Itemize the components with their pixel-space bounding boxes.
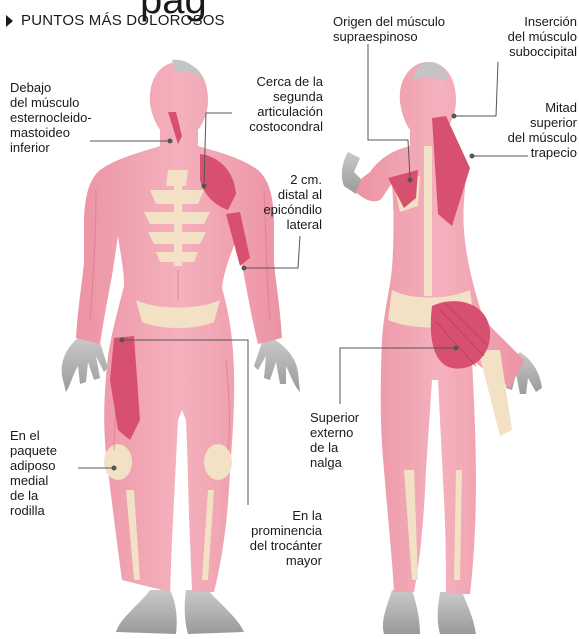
label-trocanter: En la prominencia del trocánter mayor [250,508,322,568]
front-left-foot [116,590,177,634]
bullet-marker [6,15,13,27]
label-rodilla: En el paquete adiposo medial de la rodil… [10,428,57,518]
section-title: PUNTOS MÁS DOLOROSOS [21,12,225,29]
label-trapecio: Mitad superior del músculo trapecio [508,100,577,160]
front-right-foot [185,590,244,634]
label-nalga: Superior externo de la nalga [310,410,359,470]
label-suboccipital: Inserción del músculo suboccipital [508,14,577,59]
front-left-knee [104,444,132,480]
back-left-foot [383,590,420,634]
label-esternocleido: Debajo del músculo esternocleido- mastoi… [10,80,92,155]
back-spine [424,146,432,296]
section-heading: PUNTOS MÁS DOLOROSOS [6,12,225,29]
back-right-foot [438,592,476,634]
front-left-hand [62,338,108,392]
label-costocondral: Cerca de la segunda articulación costoco… [249,74,323,134]
label-supraespinoso: Origen del músculo supraespinoso [333,14,445,44]
label-epicondilo: 2 cm. distal al epicóndilo lateral [263,172,322,232]
front-right-hand [254,338,300,392]
